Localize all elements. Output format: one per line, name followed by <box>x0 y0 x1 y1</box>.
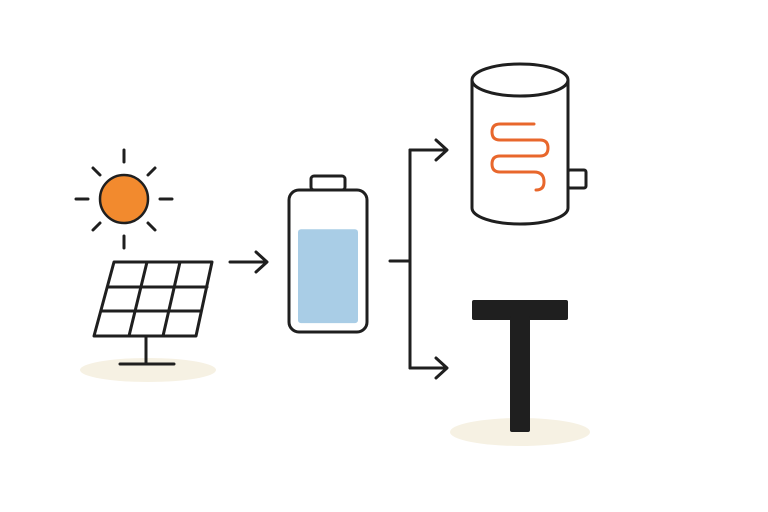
arrow-to-t-bar <box>408 356 449 380</box>
battery-terminal <box>309 174 347 192</box>
sun-rays <box>74 148 174 250</box>
branch-connector <box>388 138 449 380</box>
sun-icon <box>74 148 174 250</box>
arrow-panel-to-battery <box>228 250 269 274</box>
heating-coil-icon <box>490 122 550 192</box>
solar-panel-icon <box>92 260 214 366</box>
t-bar-top <box>472 300 568 320</box>
battery-charge-fill <box>298 229 358 324</box>
water-heater-outlet <box>566 168 588 190</box>
t-bar-icon <box>472 300 568 432</box>
battery-icon <box>287 174 369 334</box>
sun-disc <box>98 173 150 225</box>
t-bar-stem <box>510 316 530 432</box>
solar-panel-frame <box>92 260 214 338</box>
arrow-to-water-heater <box>408 138 449 162</box>
water-heater-icon <box>470 62 588 226</box>
panel-ground-shadow <box>80 358 216 382</box>
water-heater-top <box>470 62 570 98</box>
water-heater-tank <box>470 80 570 226</box>
